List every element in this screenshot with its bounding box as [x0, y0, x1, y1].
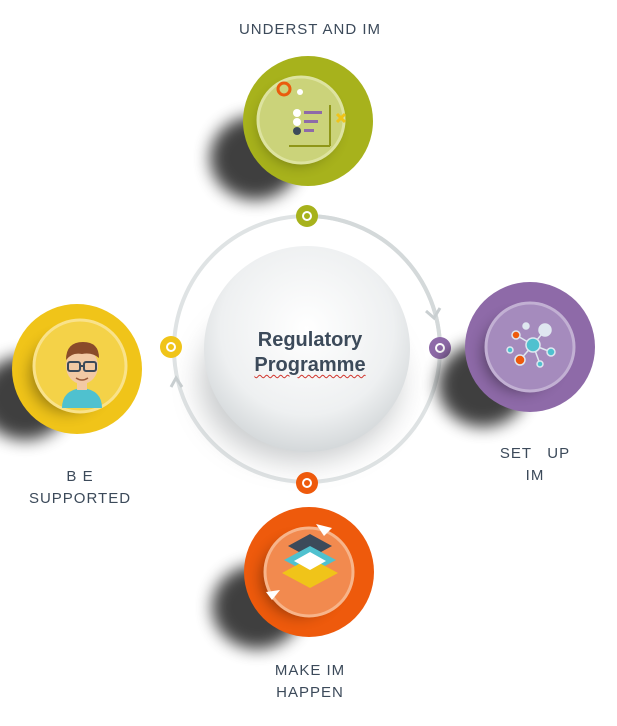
make-label-line2: HAPPEN	[276, 684, 344, 701]
layers-icon	[266, 524, 338, 600]
center-title-line2: Programme	[254, 354, 366, 376]
stage-understand	[210, 56, 373, 200]
person-avatar-icon	[62, 342, 102, 408]
center-title: Regulatory Programme	[205, 328, 415, 378]
supported-label-line1: B E	[66, 468, 94, 485]
center-title-line1: Regulatory	[257, 329, 363, 351]
stage-make	[212, 507, 374, 649]
understand-label: UNDERST AND IM	[238, 21, 382, 38]
stage-setup	[438, 282, 595, 427]
network-icon	[506, 322, 556, 368]
make-label: MAKE IM HAPPEN	[230, 660, 390, 704]
setup-label-line2: IM	[525, 467, 545, 484]
ring-node-top	[296, 205, 318, 227]
ring-node-right	[429, 337, 451, 359]
make-label-line1: MAKE IM	[274, 662, 346, 679]
supported-label: B E SUPPORTED	[10, 466, 150, 510]
setup-label: SET UP IM	[470, 443, 600, 487]
supported-label-line2: SUPPORTED	[28, 490, 132, 507]
ring-node-left	[160, 336, 182, 358]
checklist-icon	[276, 81, 347, 147]
stage-supported	[0, 304, 142, 440]
setup-label-line1: SET UP	[499, 445, 571, 462]
ring-arrowheads	[169, 307, 442, 388]
ring-node-bottom	[296, 472, 318, 494]
center-circle	[204, 246, 410, 452]
